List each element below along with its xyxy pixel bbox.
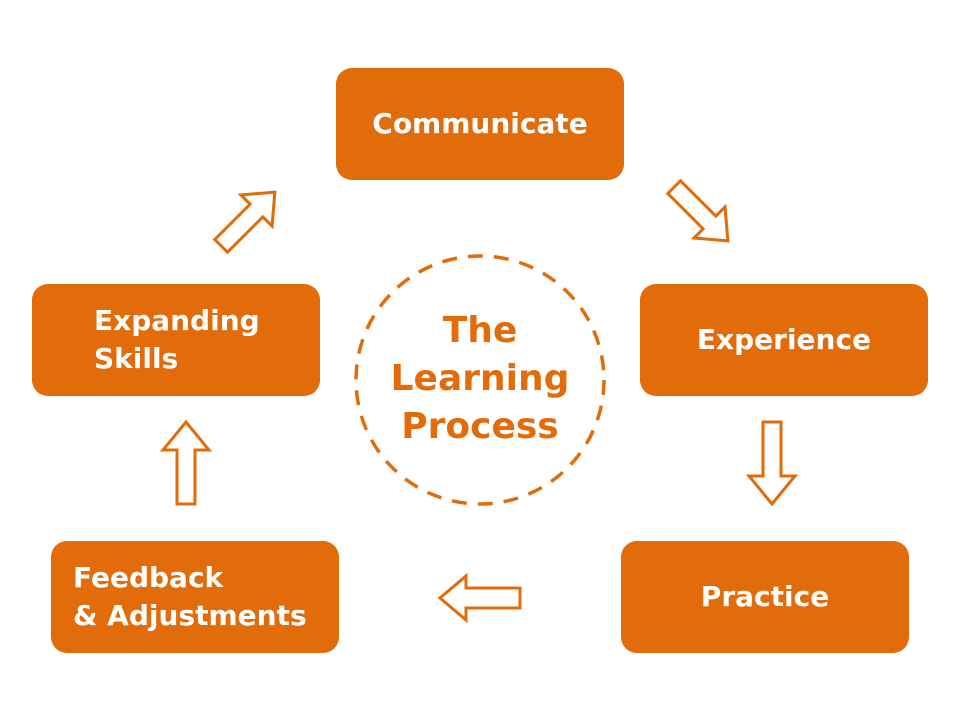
step-label: Experience [696, 323, 872, 356]
arrow-up-right-outline-icon [212, 190, 277, 255]
arrow-left-outline-icon [437, 572, 522, 624]
center-title: The Learning Process [390, 310, 570, 447]
step-feedback-adjustments: Feedback & Adjustments [51, 541, 339, 653]
step-expanding-skills: Expanding Skills [32, 284, 320, 396]
step-label: Practice [700, 580, 830, 613]
step-label: Expanding Skills [94, 304, 260, 375]
step-label: Feedback & Adjustments [73, 561, 307, 632]
step-communicate: Communicate [336, 68, 624, 180]
arrow-up-outline-icon [159, 419, 213, 506]
step-experience: Experience [640, 284, 928, 396]
arrow-down-right-outline-icon [665, 178, 730, 243]
step-label: Communicate [372, 107, 588, 140]
step-practice: Practice [621, 541, 909, 653]
center-dashed-circle [354, 254, 606, 506]
arrow-down-outline-icon [745, 420, 799, 507]
